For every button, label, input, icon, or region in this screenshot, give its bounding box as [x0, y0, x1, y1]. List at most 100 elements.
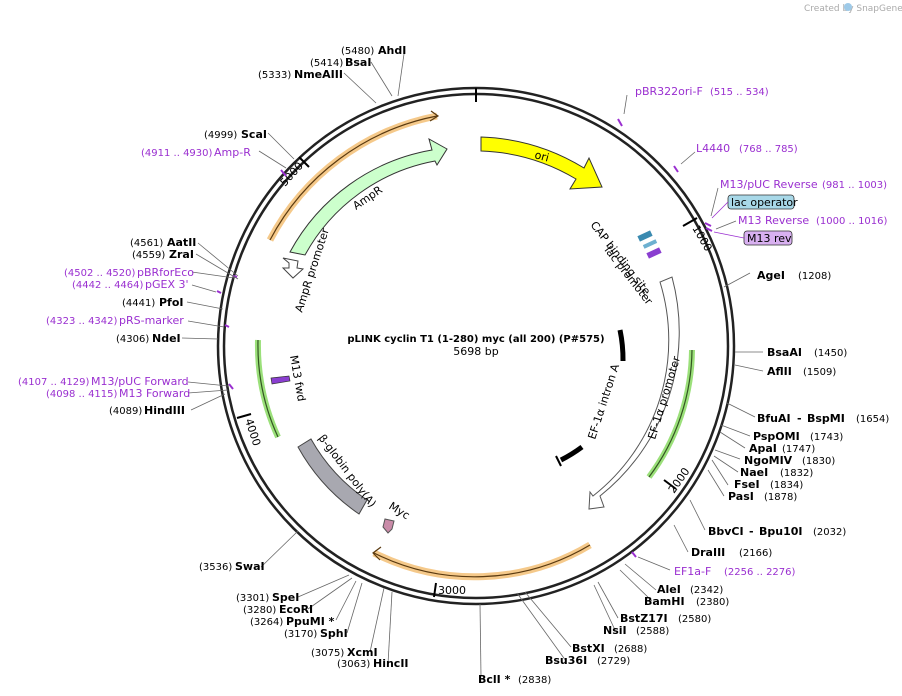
site-ngomiv-pos: (1830): [802, 456, 835, 467]
site-bamhi-pos: (2380): [696, 597, 729, 608]
lac-operator-mark: [637, 230, 662, 259]
site-bbvci-name[interactable]: BbvCI: [708, 525, 744, 538]
plasmid-size: 5698 bp: [453, 345, 498, 358]
site-draiii-pos: (2166): [739, 548, 772, 559]
site-nsii-pos: (2588): [636, 626, 669, 637]
site-bsai-pos: (5414): [310, 58, 343, 69]
site-pspomi-pos: (1743): [810, 432, 843, 443]
site-zrai-pos: (4559): [132, 250, 165, 261]
site-pasi-name[interactable]: PasI: [728, 490, 754, 503]
site-bspmi-name[interactable]: BspMI: [807, 412, 845, 425]
site-bamhi-name[interactable]: BamHI: [644, 595, 685, 608]
site-nmeaiii-name[interactable]: NmeAIII: [294, 68, 343, 81]
site-sphi-name[interactable]: SphI: [320, 627, 348, 640]
site-swai-name[interactable]: SwaI: [235, 560, 265, 573]
site-bfuai-name[interactable]: BfuAI: [757, 412, 791, 425]
site-zrai-name[interactable]: ZraI: [169, 248, 194, 261]
site-agei-name[interactable]: AgeI: [757, 269, 785, 282]
tick-4000: 4000: [236, 413, 263, 448]
site-bcli-name[interactable]: BclI *: [478, 673, 511, 686]
bglobin-feature[interactable]: [297, 438, 368, 515]
site-bstz17i-name[interactable]: BstZ17I: [620, 612, 668, 625]
primer-m13puc-fwd-pos: (4107 .. 4129): [18, 377, 90, 388]
intron-end-mark: [559, 444, 584, 463]
site-bcli-pos: (2838): [518, 675, 551, 686]
primer-ef1af-pos: (2256 .. 2276): [724, 567, 796, 578]
site-alei-pos: (2342): [690, 585, 723, 596]
site-bpu10i-name[interactable]: Bpu10I: [759, 525, 803, 538]
svg-text:4000: 4000: [242, 417, 263, 448]
site-xcmi-pos: (3075): [311, 648, 344, 659]
site-fsei-name[interactable]: FseI: [734, 478, 760, 491]
m13-rev-tag[interactable]: M13 rev: [743, 230, 793, 246]
m13fwd-highlight: [254, 339, 281, 439]
site-naei-name[interactable]: NaeI: [740, 466, 768, 479]
primer-m13puc-fwd-name[interactable]: M13/pUC Forward: [91, 375, 189, 388]
site-ngomiv-name[interactable]: NgoMIV: [744, 454, 793, 467]
site-hincii-name[interactable]: HincII: [373, 657, 409, 670]
site-hindiii-pos: (4089): [109, 406, 142, 417]
ori-feature[interactable]: [480, 136, 603, 190]
ampr-promoter-feature[interactable]: [281, 257, 305, 279]
leader-lines: [181, 53, 764, 677]
primer-pbr322ori-pos: (515 .. 534): [710, 87, 769, 98]
primer-pbrforeco-name[interactable]: pBRforEco: [137, 266, 194, 279]
site-ecori-name[interactable]: EcoRI: [279, 603, 313, 616]
site-bstxi-name[interactable]: BstXI: [572, 642, 605, 655]
ampr-orf-line: [269, 115, 438, 241]
site-pfoi-pos: (4441): [122, 298, 155, 309]
m13fwd-label: M13 fwd: [287, 354, 308, 402]
site-nsii-name[interactable]: NsiI: [603, 624, 627, 637]
lac-operator-tag[interactable]: lac operator: [727, 194, 798, 210]
primer-pbrforeco-pos: (4502 .. 4520): [64, 268, 136, 279]
site-hincii-pos: (3063): [337, 659, 370, 670]
primer-ampr-pos: (4911 .. 4930): [141, 148, 213, 159]
primer-pgex3-name[interactable]: pGEX 3': [145, 278, 189, 291]
site-bbvci-pos: (2032): [813, 527, 846, 538]
site-xcmi-name[interactable]: XcmI: [347, 646, 378, 659]
site-bsaai-pos: (1450): [814, 348, 847, 359]
site-hindiii-name[interactable]: HindIII: [144, 404, 185, 417]
primer-prsmarker-pos: (4323 .. 4342): [46, 316, 118, 327]
primer-pbr322ori-name[interactable]: pBR322ori-F: [635, 85, 703, 98]
ef1a-promoter-feature[interactable]: [588, 276, 680, 510]
intron-end-cap: [555, 455, 562, 467]
ampr-feature[interactable]: [289, 137, 448, 256]
myc-feature[interactable]: [382, 518, 395, 534]
site-bsaai-name[interactable]: BsaAI: [767, 346, 802, 359]
primer-pgex3-pos: (4442 .. 4464): [72, 280, 144, 291]
site-ppumi-name[interactable]: PpuMI *: [286, 615, 335, 628]
site-scai-name[interactable]: ScaI: [241, 128, 267, 141]
m13fwd-line: [257, 339, 279, 438]
site-ndei-name[interactable]: NdeI: [152, 332, 181, 345]
site-aflii-name[interactable]: AflII: [767, 365, 792, 378]
site-aatii-name[interactable]: AatII: [167, 236, 196, 249]
primer-l4440-name[interactable]: L4440: [696, 142, 730, 155]
primer-m13rev-name[interactable]: M13 Reverse: [738, 214, 809, 227]
myc-orf-arrowhead: [372, 546, 382, 561]
site-bsai-name[interactable]: BsaI: [345, 56, 371, 69]
site-bsu36i-name[interactable]: Bsu36I: [545, 654, 587, 667]
primer-marks: [216, 118, 713, 558]
primer-m13puc-rev-name[interactable]: M13/pUC Reverse: [720, 178, 818, 191]
site-pasi-pos: (1878): [764, 492, 797, 503]
site-pfoi-name[interactable]: PfoI: [159, 296, 184, 309]
primer-prsmarker-name[interactable]: pRS-marker: [119, 314, 184, 327]
site-apai-pos: (1747): [782, 444, 815, 455]
site-pspomi-name[interactable]: PspOMI: [753, 430, 800, 443]
primer-ampr-name[interactable]: Amp-R: [214, 146, 251, 159]
site-scai-pos: (4999): [204, 130, 237, 141]
site-fsei-pos: (1834): [770, 480, 803, 491]
site-ahdi-name[interactable]: AhdI: [378, 44, 406, 57]
site-apai-name[interactable]: ApaI: [749, 442, 777, 455]
site-draiii-name[interactable]: DraIII: [691, 546, 725, 559]
site-alei-name[interactable]: AleI: [657, 583, 681, 596]
site-naei-pos: (1832): [780, 468, 813, 479]
site-spei-name[interactable]: SpeI: [272, 591, 299, 604]
site-bstz17i-pos: (2580): [678, 614, 711, 625]
primer-ef1af-name[interactable]: EF1a-F: [674, 565, 711, 578]
site-bstxi-pos: (2688): [614, 644, 647, 655]
plasmid-title: pLINK cyclin T1 (1-280) myc (all 200) (P…: [347, 334, 604, 345]
primer-m13fwd-name[interactable]: M13 Forward: [119, 387, 190, 400]
